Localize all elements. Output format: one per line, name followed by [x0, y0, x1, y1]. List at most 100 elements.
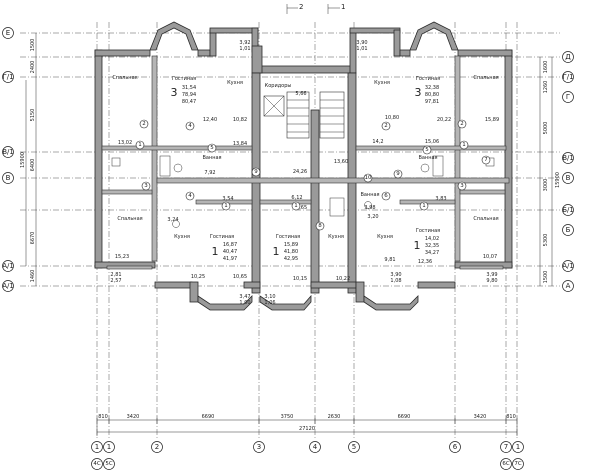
- room-area: 14,2: [372, 139, 383, 145]
- room-area: 12,65: [293, 205, 307, 211]
- room-area: 2,81: [110, 272, 121, 278]
- apt-number: 1: [414, 239, 421, 252]
- room-kitchen-c: Кухня: [328, 234, 344, 240]
- room-bed-left-top: Спальная: [112, 75, 137, 81]
- dim-left: 1460: [30, 270, 36, 283]
- apt-area-2: 40,47: [223, 249, 237, 255]
- building-walls: [94, 21, 513, 311]
- marker: 2: [460, 121, 464, 127]
- apt-area-3: 97,81: [425, 99, 439, 105]
- room-bed-left-bottom: Спальная: [117, 216, 142, 222]
- room-area: 10,65: [233, 274, 247, 280]
- room-area: 3,83: [435, 196, 446, 202]
- marker: 8: [318, 223, 322, 229]
- room-area: 1,00: [239, 300, 250, 306]
- marker: 1: [224, 203, 228, 209]
- room-area: 3,90: [390, 272, 401, 278]
- dim-bottom-total: 27120: [299, 426, 315, 432]
- dim-left: 6400: [30, 159, 36, 172]
- marker: 9: [254, 169, 258, 175]
- room-area: 13,02: [118, 140, 132, 146]
- room-living-right-bottom: Гостиная: [416, 228, 440, 234]
- room-areas: 3,92 1,01 3,90 1,01 13,02 12,40 10,82 13…: [110, 40, 499, 306]
- axis-label-bottom: 4: [313, 443, 318, 451]
- apartment-c2: 1 15,89 41,80 42,95: [273, 242, 299, 262]
- apt-area-1: 14,02: [425, 236, 439, 242]
- room-area: 9,80: [486, 278, 497, 284]
- axis-label-left: В/1: [2, 148, 14, 156]
- room-bath-c: Ванная: [360, 192, 379, 198]
- axis-label-right: В/1: [562, 154, 574, 162]
- dim-bottom: 3420: [127, 414, 140, 420]
- dim-bottom: 810: [98, 414, 108, 420]
- dim-bottom: 3750: [281, 414, 294, 420]
- dim-right: 1260: [543, 81, 549, 94]
- marker: 1: [422, 203, 426, 209]
- bottom-dimension-chain: 810 3420 6690 3750 2630 6690 3420 810 27…: [96, 414, 518, 436]
- marker: 5: [210, 145, 214, 151]
- axis-label-bottom: 1: [516, 443, 520, 451]
- axis-label-right: А: [566, 282, 571, 290]
- room-area: 13,84: [233, 141, 247, 147]
- room-area: 6,12: [291, 195, 302, 201]
- marker: 1: [462, 142, 466, 148]
- room-area: 3,98: [364, 205, 375, 211]
- room-area: 2,57: [110, 278, 121, 284]
- axis-sublabel-bottom: 6С: [502, 461, 509, 467]
- dim-left: 6670: [30, 232, 36, 245]
- dim-left: 2400: [30, 61, 36, 74]
- marker: 6: [384, 193, 388, 199]
- marker: 5: [425, 147, 429, 153]
- apt-number: 3: [171, 86, 178, 99]
- bath-fixtures: [111, 155, 495, 228]
- apartment-right-top: 3 32,38 80,80 97,81: [415, 85, 440, 105]
- marker: 4: [188, 123, 192, 129]
- room-corridor: Коридоры: [265, 83, 292, 89]
- room-kitchen-c2: Кухня: [377, 234, 393, 240]
- room-kitchen-left-bottom: Кухня: [174, 234, 190, 240]
- apt-area-3: 41,97: [223, 256, 237, 262]
- marker: 3: [460, 183, 464, 189]
- circle-markers: 2 4 1 5 3 4 1 1 9 8 10 9 2 2 5 1 3 7 6: [135, 119, 491, 231]
- room-area: 3,20: [367, 214, 378, 220]
- axis-label-bottom: 5: [352, 443, 356, 451]
- dim-bottom: 6690: [398, 414, 411, 420]
- marker: 4: [188, 193, 192, 199]
- room-area: 7,92: [204, 170, 215, 176]
- right-axis-bubbles: Д Г/1 Г В/1 В Б/1 Б А/1 А: [562, 51, 574, 292]
- marker: 1: [294, 203, 298, 209]
- room-area: 12,40: [203, 117, 217, 123]
- marker: 9: [396, 171, 400, 177]
- axis-label-left: А/1: [2, 282, 14, 290]
- apt-number: 1: [212, 245, 219, 258]
- room-area: 9,81: [384, 257, 395, 263]
- room-area: 10,82: [233, 117, 247, 123]
- axis-sublabel-bottom: 4С: [93, 461, 100, 467]
- right-dimension-chain: 1600 1260 5000 3000 5300 1500 15900: [539, 57, 561, 286]
- room-area: 10,22: [336, 276, 350, 282]
- marker: 7: [484, 157, 488, 163]
- room-area: 24,26: [293, 169, 307, 175]
- room-area: 15,23: [115, 254, 129, 260]
- room-area: 3,24: [167, 217, 178, 223]
- room-area: 1,08: [390, 278, 401, 284]
- section-marks: 2 1: [286, 3, 345, 14]
- apartment-right-bottom: 1 14,02 32,35 34,27: [414, 236, 440, 256]
- apt-area-2: 32,35: [425, 243, 439, 249]
- room-area: 3,54: [222, 196, 233, 202]
- axis-label-left: Г/1: [2, 73, 13, 81]
- apt-area-1: 31,54: [182, 85, 196, 91]
- dim-bottom: 3420: [474, 414, 487, 420]
- dim-left-total: 15900: [20, 152, 26, 168]
- marker: 2: [142, 121, 146, 127]
- room-bath-right: Ванная: [418, 155, 437, 161]
- dim-right: 3000: [543, 179, 549, 192]
- apt-area-2: 78,94: [182, 92, 196, 98]
- dim-right: 1600: [543, 61, 549, 74]
- axis-label-bottom: 2: [155, 443, 159, 451]
- apt-area-3: 80,47: [182, 99, 196, 105]
- room-area: 1,06: [264, 300, 275, 306]
- marker: 3: [144, 183, 148, 189]
- room-area: 12,36: [418, 259, 432, 265]
- apartment-c1: 1 16,87 40,47 41,97: [212, 242, 238, 262]
